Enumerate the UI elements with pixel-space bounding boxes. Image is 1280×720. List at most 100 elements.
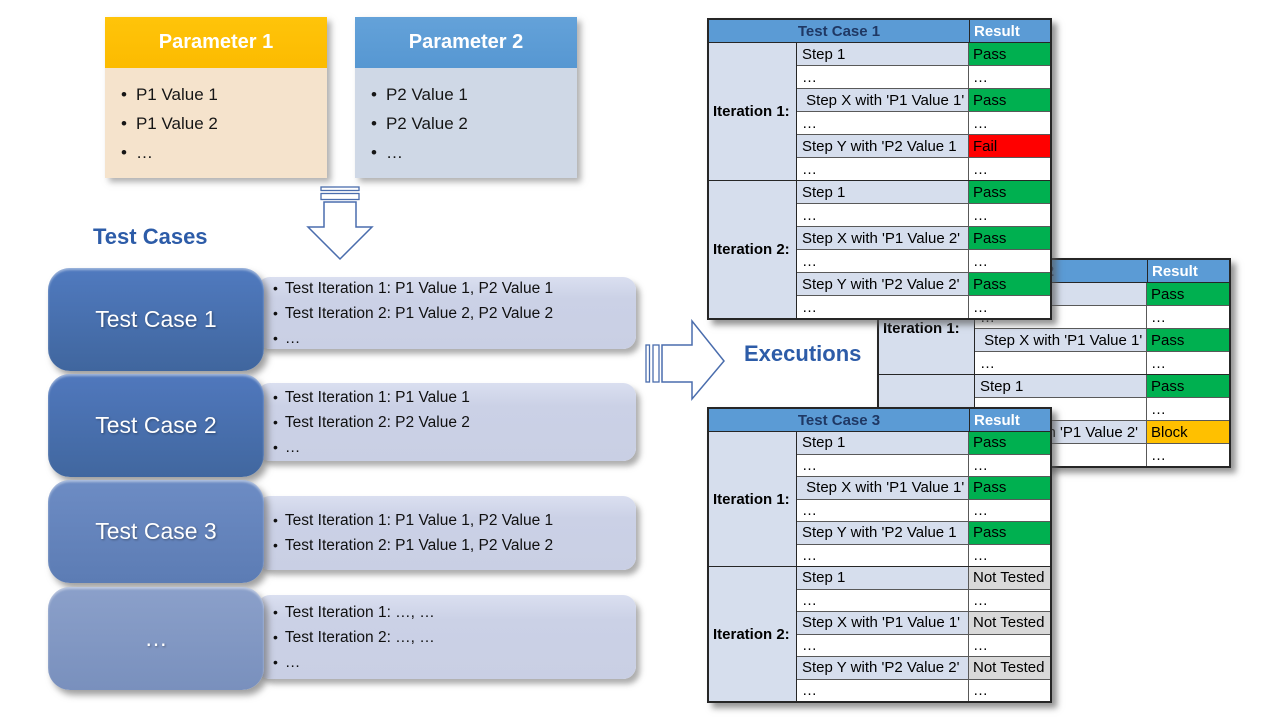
step-cell: Step 1 (975, 375, 1147, 397)
iteration-item: •Test Iteration 1: P1 Value 1, P2 Value … (273, 276, 626, 301)
test-case-iterations-2: •Test Iteration 1: P1 Value 1•Test Itera… (257, 383, 636, 461)
bullet-icon: • (273, 628, 278, 645)
result-column-header: Result (974, 411, 1020, 429)
step-cell: Step 1 (797, 567, 969, 589)
test-case-box-2: Test Case 2 (48, 374, 264, 477)
bullet-icon: • (273, 413, 278, 430)
list-item-text: Test Iteration 2: P2 Value 2 (284, 413, 470, 431)
iteration-item: • Test Iteration 2: …, … (273, 625, 626, 650)
step-cell: … (797, 589, 969, 611)
step-row: …… (797, 111, 1050, 134)
result-cell: … (969, 544, 1050, 566)
parameter-values-list: •P2 Value 1•P2 Value 2•… (355, 68, 577, 178)
step-cell: … (797, 454, 969, 476)
test-case-iterations-1: • Test Iteration 1: P1 Value 1, P2 Value … (257, 277, 636, 349)
iteration-label: Iteration 1: (709, 432, 797, 566)
bullet-icon: • (121, 85, 127, 104)
iteration-item: • Test Iteration 2: P2 Value 2 (273, 410, 626, 435)
result-cell: Not Tested (969, 657, 1050, 679)
result-cell: … (969, 589, 1050, 611)
iteration-item: •… (273, 650, 626, 675)
list-item-text: Test Iteration 2: …, … (284, 628, 435, 646)
parameter-value-item: •… (371, 138, 567, 167)
test-case-box-1: Test Case 1 (48, 268, 264, 371)
step-row: …… (797, 633, 1050, 656)
bullet-icon: • (273, 304, 278, 321)
step-row: …… (797, 249, 1050, 272)
step-row: Step X with 'P1 Value 1'Not Tested (797, 611, 1050, 634)
parameter-value-item: •… (121, 138, 317, 167)
list-item-text: … (135, 143, 153, 162)
parameter-title: Parameter 2 (355, 17, 577, 68)
step-cell: … (797, 112, 969, 134)
bullet-icon: • (121, 114, 127, 133)
step-cell: Step Y with 'P2 Value 2' (797, 657, 969, 679)
iteration-item: •Test Iteration 1: P1 Value 1 (273, 385, 626, 410)
iteration-item: •Test Iteration 2: P1 Value 1, P2 Value … (273, 533, 626, 558)
step-row: …… (797, 498, 1050, 521)
result-cell: Pass (969, 181, 1050, 203)
step-cell: … (797, 158, 969, 180)
step-row: Step Y with 'P2 Value 2'Not Tested (797, 656, 1050, 679)
result-cell: Pass (1147, 283, 1229, 305)
executions-heading: Executions (744, 341, 862, 366)
step-row: …… (797, 203, 1050, 226)
parameter-values-list: •P1 Value 1•P1 Value 2•… (105, 68, 327, 178)
list-item-text: Test Iteration 1: P1 Value 1, P2 Value 1 (284, 279, 554, 297)
parameter-title: Parameter 1 (105, 17, 327, 68)
parameter-box-2: Parameter 2•P2 Value 1•P2 Value 2•… (355, 17, 577, 178)
result-cell: … (969, 66, 1050, 88)
list-item-text: P1 Value 2 (135, 114, 218, 133)
result-cell: … (1147, 398, 1229, 420)
result-cell: Pass (969, 477, 1050, 499)
iteration-item: •… (273, 435, 626, 460)
iteration-item: •… (273, 326, 626, 351)
iteration-item: •Test Iteration 2: P1 Value 2, P2 Value … (273, 301, 626, 326)
step-row: …… (797, 295, 1050, 318)
result-cell: Pass (969, 89, 1050, 111)
list-item-text: … (284, 329, 301, 347)
result-cell: Pass (1147, 329, 1229, 351)
bullet-icon: • (371, 85, 377, 104)
step-cell: Step Y with 'P2 Value 2' (797, 273, 969, 295)
down-arrow-icon (306, 186, 374, 261)
list-item-text: Test Iteration 1: P1 Value 1 (284, 388, 470, 406)
test-case-box-4: … (48, 587, 264, 690)
step-cell: Step Y with 'P2 Value 1 (797, 522, 969, 544)
step-cell: Step 1 (797, 432, 969, 454)
table-title: Test Case 1 (709, 20, 970, 42)
result-cell: Pass (969, 273, 1050, 295)
step-cell: Step X with 'P1 Value 2' (797, 227, 969, 249)
list-item-text: … (385, 143, 403, 162)
list-item-text: Test Iteration 1: …, … (284, 603, 435, 621)
bullet-icon: • (371, 143, 377, 162)
test-cases-heading: Test Cases (93, 224, 208, 249)
step-row: …… (797, 453, 1050, 476)
step-row: …… (797, 588, 1050, 611)
bullet-icon: • (273, 603, 278, 620)
result-cell: … (1147, 306, 1229, 328)
step-cell: Step X with 'P1 Value 1' (975, 329, 1147, 351)
step-cell: Step X with 'P1 Value 1' (797, 89, 969, 111)
result-cell: … (1147, 352, 1229, 374)
result-cell: … (969, 204, 1050, 226)
step-row: Step X with 'P1 Value 2'Pass (797, 226, 1050, 249)
step-row: …… (975, 351, 1229, 374)
result-cell: Not Tested (969, 612, 1050, 634)
bullet-icon: • (273, 653, 278, 670)
step-row: Step Y with 'P2 Value 2'Pass (797, 272, 1050, 295)
step-row: …… (797, 543, 1050, 566)
step-cell: Step X with 'P1 Value 1' (797, 612, 969, 634)
step-cell: Step Y with 'P2 Value 1 (797, 135, 969, 157)
step-cell: … (797, 544, 969, 566)
